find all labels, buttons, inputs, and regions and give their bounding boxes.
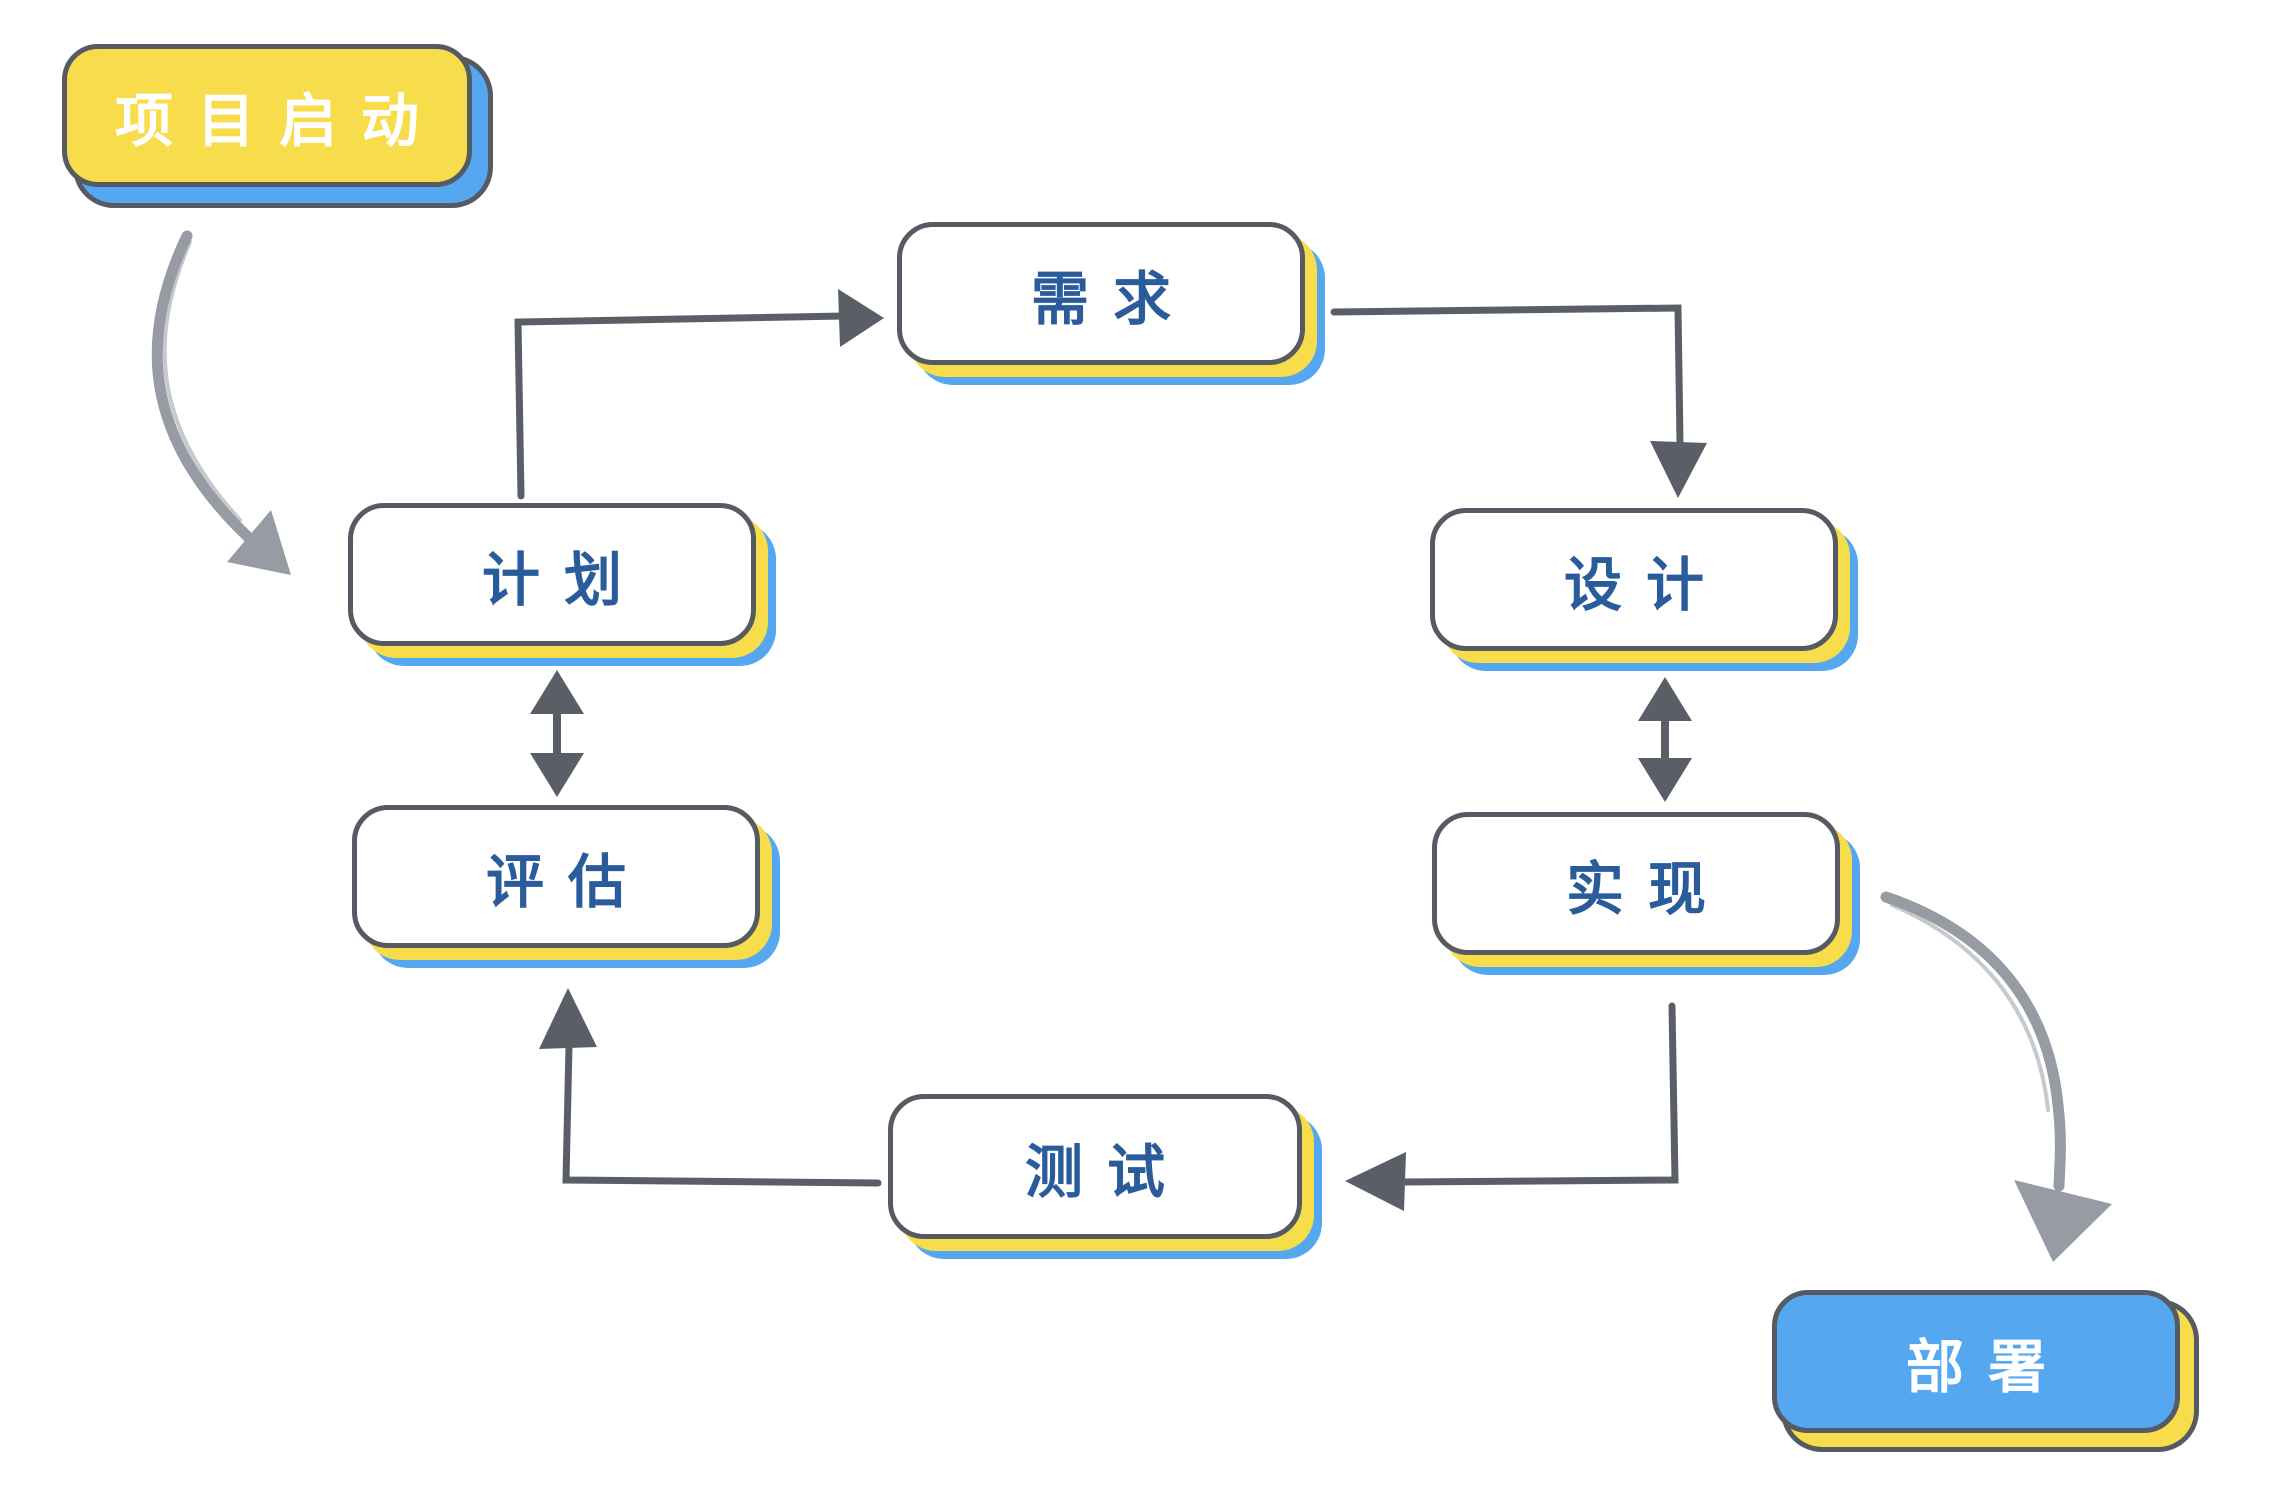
edge-design-implementation-double-arrow [1638, 677, 1692, 802]
node-implementation: 实现 [1432, 812, 1840, 955]
node-requirements-label: 需求 [1030, 264, 1195, 333]
edge-implementation-to-testing-arrow [1345, 1002, 1679, 1211]
node-plan: 计划 [348, 503, 756, 646]
node-evaluation-label: 评估 [485, 847, 650, 916]
node-deployment: 部署 [1772, 1290, 2180, 1433]
node-start-label: 项目启动 [114, 86, 443, 155]
edge-requirements-to-design-arrow [1330, 304, 1707, 498]
node-design: 设计 [1430, 508, 1838, 651]
node-plan-label: 计划 [481, 545, 646, 614]
node-start: 项目启动 [62, 44, 472, 187]
edge-testing-to-evaluation-arrow [539, 988, 882, 1187]
node-implementation-label: 实现 [1565, 854, 1730, 923]
node-requirements: 需求 [897, 222, 1305, 365]
edge-start-to-plan-arrow [151, 230, 291, 575]
edge-plan-evaluation-double-arrow [530, 670, 584, 797]
node-testing: 测试 [888, 1094, 1302, 1239]
edge-plan-to-requirements-arrow [514, 289, 884, 500]
node-design-label: 设计 [1563, 550, 1728, 619]
edge-implementation-to-deployment-arrow [1880, 891, 2112, 1262]
node-testing-label: 测试 [1024, 1137, 1189, 1206]
node-evaluation: 评估 [352, 805, 760, 948]
node-deployment-label: 部署 [1905, 1332, 2070, 1401]
